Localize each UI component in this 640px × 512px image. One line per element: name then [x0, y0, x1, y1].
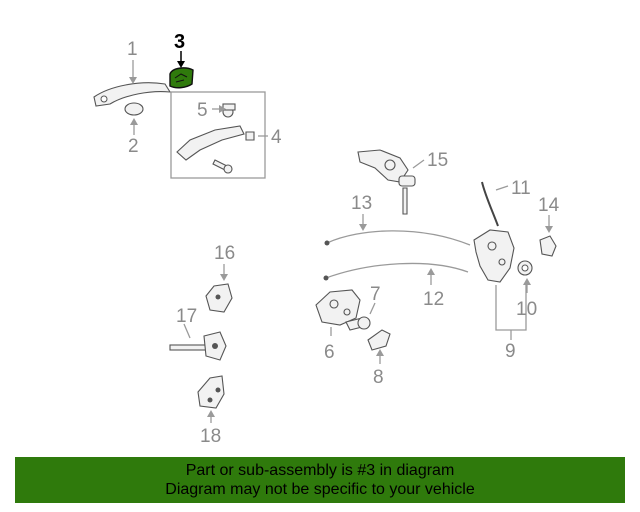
callout-11: 11 [511, 178, 531, 199]
part-13-cable [326, 230, 471, 246]
callout-18: 18 [200, 426, 221, 447]
callout-10: 10 [516, 299, 537, 320]
callout-1: 1 [127, 39, 138, 60]
part-9-lock-actuator [473, 229, 515, 283]
callout-5: 5 [197, 100, 208, 121]
part-7-screw [345, 316, 371, 331]
part-2-gasket [124, 102, 144, 116]
part-12-cable [325, 262, 469, 279]
parts-diagram: 1 2 3 4 5 15 13 12 11 [93, 31, 560, 447]
part-4-handle-frame [176, 103, 245, 174]
callout-12: 12 [423, 289, 444, 310]
part-11-rod [481, 181, 499, 227]
callout-16: 16 [214, 243, 235, 264]
callout-7: 7 [370, 284, 381, 305]
part-1-outer-handle [93, 82, 172, 107]
callout-4: 4 [271, 127, 282, 148]
subassembly-box [170, 91, 266, 179]
callout-6: 6 [324, 342, 335, 363]
banner-line-1: Part or sub-assembly is #3 in diagram [185, 462, 455, 479]
part-15-lock-cylinder [357, 149, 416, 215]
callout-9: 9 [505, 341, 516, 362]
part-8-bezel [367, 329, 391, 351]
part-6-inner-handle [315, 289, 361, 326]
part-16-hinge [205, 283, 233, 313]
part-3-handle-cover [169, 67, 194, 89]
info-banner: Part or sub-assembly is #3 in diagram Di… [15, 457, 625, 503]
part-4-clip [245, 131, 255, 141]
part-17-door-check [169, 331, 227, 361]
part-14-clip [539, 235, 557, 257]
callout-15: 15 [427, 150, 448, 171]
callout-3: 3 [174, 31, 185, 53]
banner-line-2: Diagram may not be specific to your vehi… [165, 481, 475, 498]
part-18-lower-hinge [197, 375, 225, 409]
callout-17: 17 [176, 306, 197, 327]
callout-8: 8 [373, 367, 384, 388]
callout-13: 13 [351, 193, 372, 214]
callout-2: 2 [128, 136, 139, 157]
callout-14: 14 [538, 195, 560, 216]
